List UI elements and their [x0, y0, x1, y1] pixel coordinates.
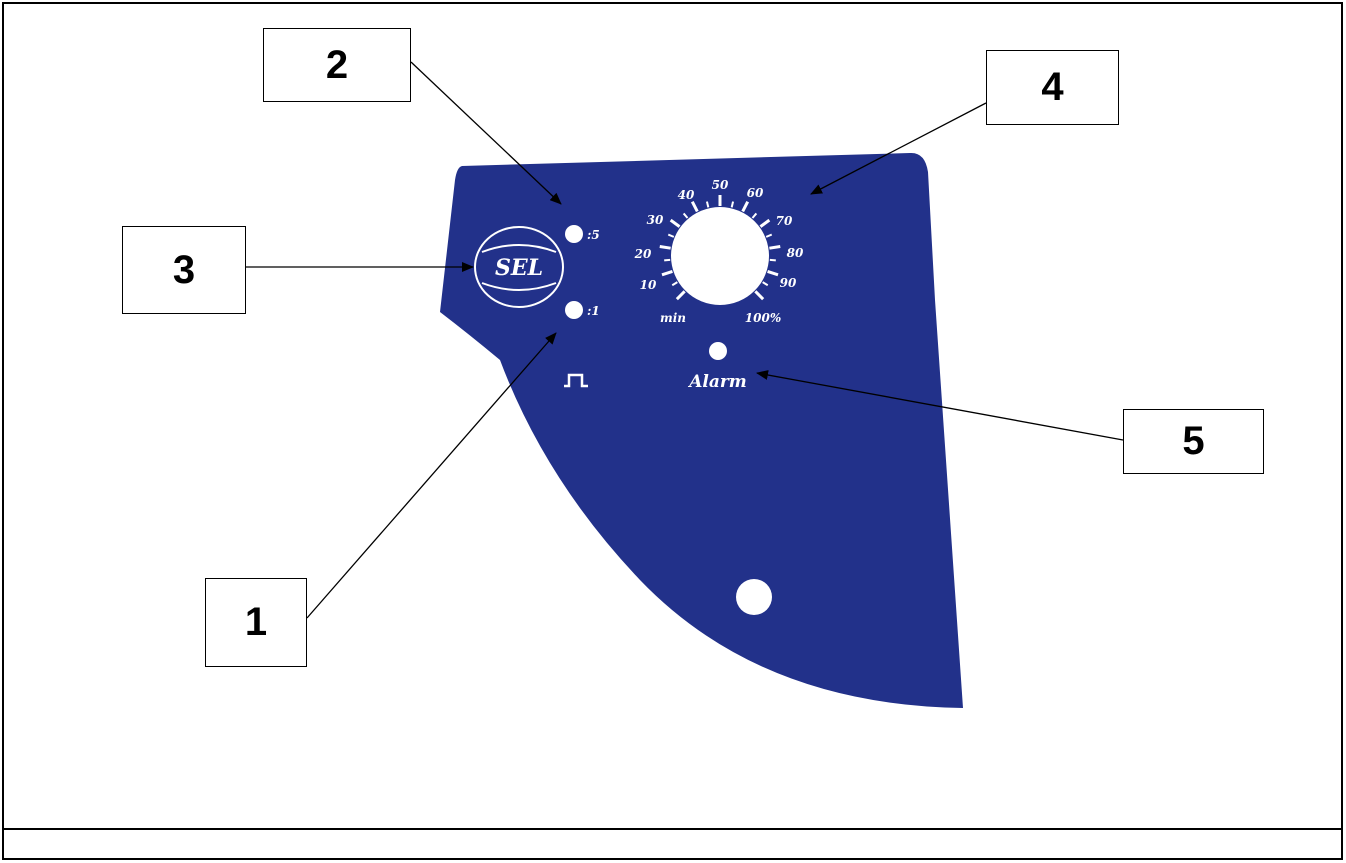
pulse-wave-icon [564, 373, 588, 388]
callout-2: 2 [263, 28, 411, 102]
led-1-label: :1 [587, 304, 600, 318]
callout-3: 3 [122, 226, 246, 314]
leader-2 [410, 61, 562, 205]
callout-1: 1 [205, 578, 307, 667]
mounting-hole [736, 579, 772, 615]
dial-label-100: 100% [745, 311, 781, 325]
callout-4: 4 [986, 50, 1119, 125]
dial-label-80: 80 [787, 246, 804, 260]
dial-label-10: 10 [640, 278, 657, 292]
dial-tick [682, 212, 689, 219]
dial-tick [661, 270, 673, 277]
dial-tick [751, 212, 758, 219]
dial-label-50: 50 [712, 178, 729, 192]
dial-tick [669, 218, 681, 228]
dial-label-60: 60 [747, 186, 764, 200]
dial-label-90: 90 [780, 276, 797, 290]
dial-tick [690, 200, 699, 213]
dial-tick [759, 218, 771, 228]
dial-tick [705, 201, 710, 208]
dial-label-20: 20 [634, 247, 652, 261]
dial-tick [765, 233, 773, 238]
dial-tick [675, 290, 686, 301]
dial-tick [754, 290, 765, 301]
callout-5: 5 [1123, 409, 1264, 474]
dial-label-40: 40 [678, 188, 695, 202]
leader-4 [810, 102, 987, 195]
control-panel [440, 152, 963, 708]
alarm-label: Alarm [687, 372, 747, 392]
dial-label-30: 30 [647, 213, 664, 227]
dial-label-min: min [660, 311, 686, 325]
dial-tick [767, 270, 779, 277]
led-5-label: :5 [587, 228, 600, 242]
leader-1 [306, 332, 557, 619]
dial-tick [667, 233, 675, 238]
percentage-dial[interactable]: min 10 20 30 40 50 60 70 80 90 100% [634, 178, 804, 325]
dial-ticks [659, 195, 781, 301]
dial-tick [741, 200, 750, 213]
leader-5 [756, 370, 1124, 441]
dial-tick [762, 281, 769, 287]
led-5 [565, 225, 583, 243]
sel-label: SEL [495, 255, 543, 281]
alarm-led [709, 342, 727, 360]
led-1 [565, 301, 583, 319]
sel-button[interactable]: SEL [474, 226, 564, 308]
dial-tick [730, 201, 735, 208]
dial-tick [659, 244, 671, 250]
dial-tick [671, 281, 678, 287]
dial-label-70: 70 [776, 214, 793, 228]
dial-knob[interactable] [671, 207, 769, 305]
dial-tick [769, 244, 781, 250]
